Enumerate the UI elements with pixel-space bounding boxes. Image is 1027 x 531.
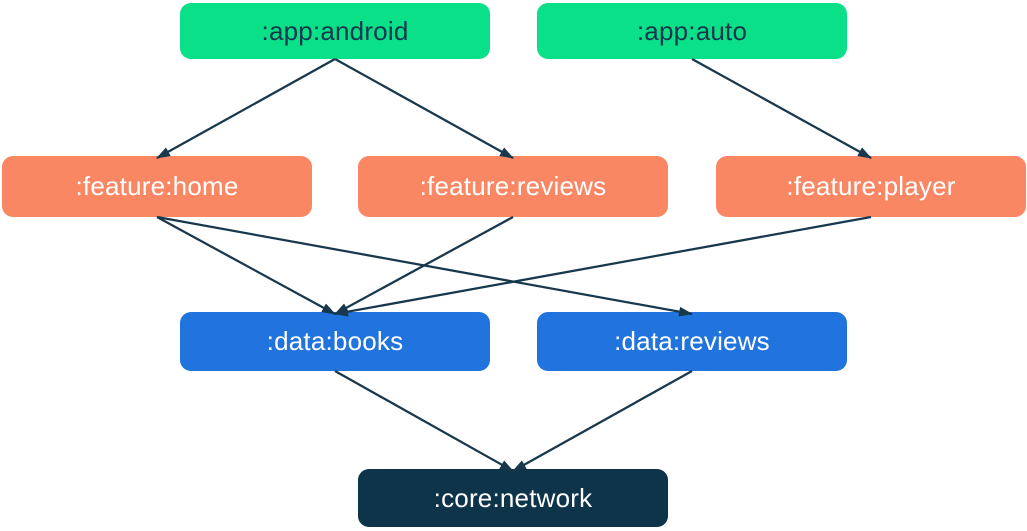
edge-app-android-to-feature-reviews <box>334 58 514 159</box>
edge-feature-player-to-data-books <box>334 215 872 317</box>
node-label: :feature:reviews <box>419 171 607 201</box>
edge-app-android-to-feature-home <box>156 58 336 159</box>
node-app-android: :app:android <box>180 3 490 59</box>
node-label: :data:reviews <box>614 326 770 356</box>
node-label: :data:books <box>266 326 404 356</box>
edge-feature-home-to-data-reviews <box>156 215 693 317</box>
node-feature-reviews: :feature:reviews <box>358 156 668 217</box>
node-app-auto: :app:auto <box>537 3 847 59</box>
node-feature-home: :feature:home <box>2 156 312 217</box>
edge-feature-reviews-to-data-books <box>334 216 514 315</box>
node-data-books: :data:books <box>180 312 490 371</box>
node-label: :feature:home <box>75 171 239 201</box>
node-label: :feature:player <box>786 171 956 201</box>
edge-lines <box>156 58 872 472</box>
node-data-reviews: :data:reviews <box>537 312 847 371</box>
node-label: :core:network <box>433 482 593 513</box>
edge-app-auto-to-feature-player <box>691 58 872 159</box>
edge-feature-home-to-data-books <box>156 216 336 315</box>
edge-data-books-to-core-network <box>334 370 514 472</box>
node-label: :app:auto <box>636 15 748 46</box>
node-label: :app:android <box>261 15 409 46</box>
edge-data-reviews-to-core-network <box>512 370 693 472</box>
node-feature-player: :feature:player <box>716 156 1026 217</box>
node-core-network: :core:network <box>358 469 668 527</box>
